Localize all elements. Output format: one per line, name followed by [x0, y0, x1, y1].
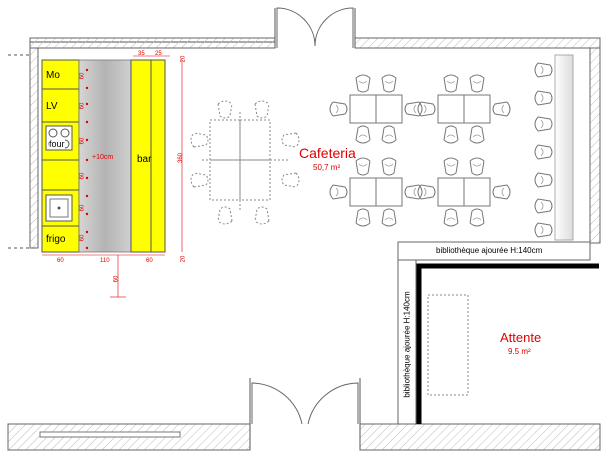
wall-shelf: [554, 54, 574, 241]
bar-label: bar: [137, 154, 152, 165]
room-area-cafeteria: 50,7 m²: [313, 163, 341, 172]
bookcase-side-label: bibliothèque ajourée H:140cm: [402, 291, 412, 398]
table-group-1: [349, 94, 403, 124]
entrance-door-bottom: [251, 382, 359, 425]
dim-left-6: 60: [79, 234, 86, 242]
room-area-attente: 9.5 m²: [508, 347, 531, 356]
dim-bottom-60b: 60: [146, 258, 153, 264]
dim-bottom-110: 110: [100, 258, 110, 264]
kitchen-label-lv: LV: [46, 101, 58, 112]
floor-height-note: +10cm: [92, 154, 114, 161]
attente-bench: [427, 294, 469, 396]
attente-partition: [416, 263, 599, 424]
dim-right-bottom: 20: [180, 255, 187, 263]
bookcase-top: [397, 241, 591, 261]
dim-left-3: 60: [79, 137, 86, 145]
dimension-markers: [85, 68, 89, 250]
table-group-3: [349, 177, 403, 207]
walls: [7, 8, 601, 451]
dim-left-4: 60: [79, 172, 86, 180]
dim-left-1: 60: [79, 72, 86, 80]
dimension-lines: [42, 55, 183, 298]
kitchen-counter: [41, 59, 80, 253]
dim-top-25: 25: [155, 51, 162, 57]
sink-icon: [45, 194, 73, 222]
dim-left-2: 60: [79, 102, 86, 110]
table-group-2: [437, 94, 491, 124]
dim-right-top: 20: [180, 55, 187, 63]
room-name-cafeteria: Cafeteria: [299, 145, 356, 161]
kitchen-label-mo: Mo: [46, 70, 60, 81]
dim-top-35: 35: [138, 51, 145, 57]
entrance-door-top: [276, 7, 354, 48]
kitchen-label-frigo: frigo: [46, 234, 66, 245]
bookcase-top-label: bibliothèque ajourée H:140cm: [436, 246, 543, 255]
bookcase-side: [397, 259, 417, 425]
room-name-attente: Attente: [500, 330, 542, 345]
table-group-4: [437, 177, 491, 207]
dim-bottom-60a: 60: [57, 258, 64, 264]
dim-below: 60: [113, 275, 120, 283]
dim-right-mid: 360: [178, 152, 185, 164]
dim-left-5: 60: [79, 204, 86, 212]
kitchen-floor: [78, 59, 132, 253]
dashed-table-group: [202, 112, 290, 210]
kitchen-label-four: four: [49, 139, 65, 149]
